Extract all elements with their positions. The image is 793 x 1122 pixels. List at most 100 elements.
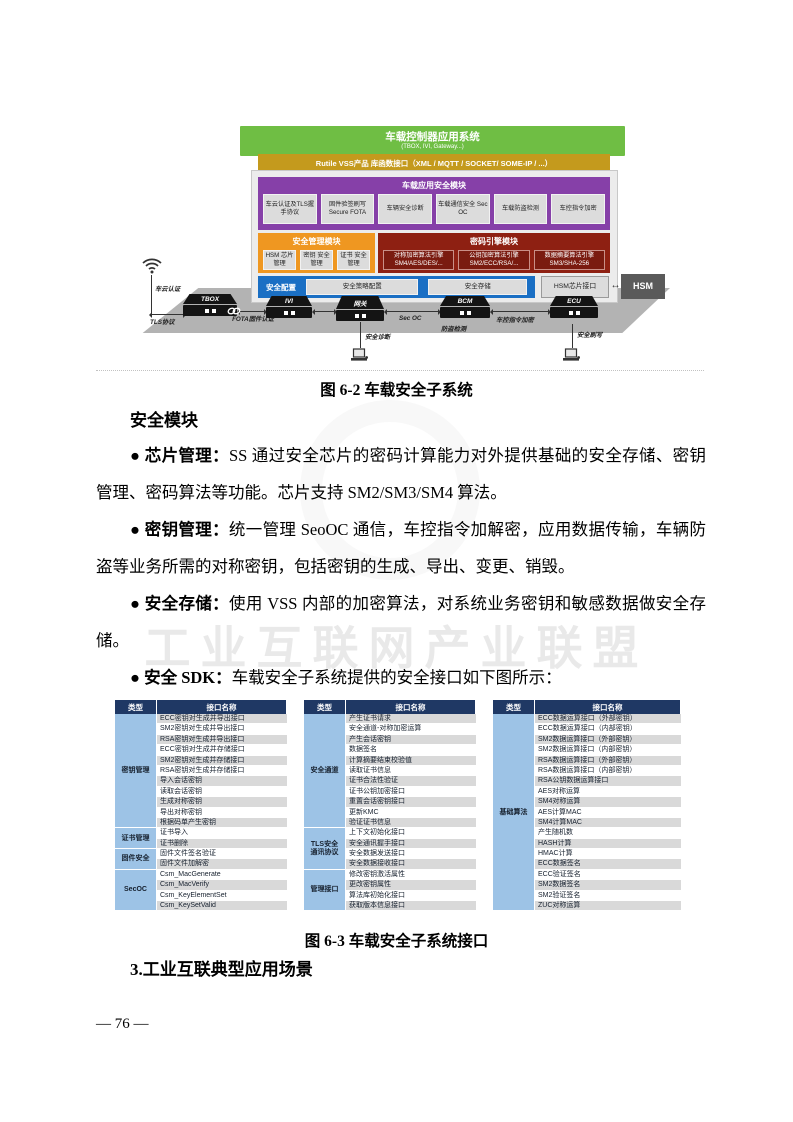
interface-name-cell: ECC密钥对生成并存储接口 bbox=[157, 745, 287, 756]
device-bcm-label: BCM bbox=[440, 296, 490, 306]
interface-type-cell: 安全通道 bbox=[304, 714, 346, 829]
interface-name-cell: 重置会话密钥接口 bbox=[346, 797, 476, 808]
secoc-label: Sec OC bbox=[399, 315, 422, 322]
app-security-feature-box: 车云认证及TLS握手协议 bbox=[263, 194, 317, 224]
table-header-cell: 类型 bbox=[493, 700, 535, 714]
app-security-feature-box: 车辆安全诊断 bbox=[378, 194, 433, 224]
interface-table: 类型接口名称安全通道产生证书请求安全通道-对称加密运算产生会话密钥数据签名计算摘… bbox=[304, 700, 476, 912]
hsm-chip-interface-box: HSM芯片接口 bbox=[541, 276, 609, 298]
interface-type-cell: 密钥管理 bbox=[115, 714, 157, 829]
interface-name-cell: 固件文件签名验证 bbox=[157, 849, 287, 860]
device-ivi-body bbox=[266, 307, 312, 318]
device-ecu: ECU bbox=[550, 296, 598, 318]
security-mgmt-module-title: 安全管理模块 bbox=[292, 237, 341, 246]
security-policy-config-box: 安全策略配置 bbox=[306, 278, 419, 296]
link-ivi-gateway bbox=[312, 308, 337, 315]
interface-name-cell: RSA密钥对生成并存储接口 bbox=[157, 765, 287, 777]
interface-name-cell: RSA公钥数据运算接口 bbox=[535, 776, 681, 787]
bullet-paragraph: ● 安全 SDK：车载安全子系统提供的安全接口如下图所示： bbox=[130, 668, 562, 687]
security-mgmt-module-section: 安全管理模块 HSM 芯片管理密钥 安全管理证书 安全管理 bbox=[258, 233, 375, 273]
interface-name-cell: 固件文件加解密 bbox=[157, 859, 287, 870]
fota-auth-label: FOTA固件认证 bbox=[232, 316, 274, 323]
interface-name-cell: 修改密钥激活属性 bbox=[346, 869, 476, 881]
cmd-encrypt-label: 车控指令加密 bbox=[496, 317, 534, 324]
device-ecu-label: ECU bbox=[550, 296, 598, 306]
bullet-label: ● 芯片管理： bbox=[130, 446, 229, 465]
interface-name-cell: 证书公钥加密接口 bbox=[346, 786, 476, 798]
crypto-engine-box: 公钥加密算法引擎 SM2/ECC/RSA/... bbox=[458, 250, 530, 270]
interface-name-cell: 读取会话密钥 bbox=[157, 786, 287, 798]
interface-name-cell: 产生证书请求 bbox=[346, 714, 476, 725]
security-config-label: 安全配置 bbox=[266, 282, 296, 292]
laptop-icon bbox=[351, 348, 368, 361]
interface-name-cell: SM2数据签名 bbox=[535, 880, 681, 891]
page-number: — 76 — bbox=[96, 1016, 149, 1032]
bullet-paragraph: ● 安全存储：使用 VSS 内部的加密算法，对系统业务密钥和敏感数据做安全存储。 bbox=[96, 594, 706, 650]
interface-name-cell: SM2数据运算接口（外部密钥） bbox=[535, 734, 681, 746]
device-gateway-label: 网关 bbox=[336, 296, 384, 309]
interface-name-cell: 安全数据发送接口 bbox=[346, 849, 476, 860]
link-bcm-ecu bbox=[490, 308, 551, 315]
interface-name-cell: SM4计算MAC bbox=[535, 817, 681, 829]
interface-type-cell: 证书管理 bbox=[115, 828, 157, 850]
crypto-engine-module-items: 对称加密算法引擎 SM4/AES/DES/...公钥加密算法引擎 SM2/ECC… bbox=[378, 247, 610, 275]
interface-name-cell: ECC数据运算接口（外部密钥） bbox=[535, 714, 681, 725]
interface-name-cell: AES对称运算 bbox=[535, 786, 681, 798]
device-bcm-body bbox=[440, 307, 490, 318]
interface-name-cell: 证书导入 bbox=[157, 828, 287, 839]
table-header-cell: 类型 bbox=[115, 700, 157, 714]
interface-type-cell: 固件安全 bbox=[115, 849, 157, 870]
antitheft-label: 防盗检测 bbox=[441, 326, 467, 333]
bullet-label: ● 安全 SDK： bbox=[130, 668, 232, 687]
interface-name-cell: HMAC计算 bbox=[535, 849, 681, 860]
api-bar: Rutile VSS产品 库函数接口（XML / MQTT / SOCKET/ … bbox=[258, 154, 610, 173]
interface-name-cell: RSA数据运算接口（外部密钥） bbox=[535, 755, 681, 766]
interface-name-cell: Csm_KeyElementSet bbox=[157, 890, 287, 902]
laptop-icon bbox=[563, 348, 580, 361]
interface-name-cell: 产生随机数 bbox=[535, 828, 681, 839]
interface-name-cell: ECC密钥对生成并导出接口 bbox=[157, 714, 287, 725]
interface-type-cell: 管理接口 bbox=[304, 869, 346, 912]
interface-name-cell: 安全通讯握手接口 bbox=[346, 838, 476, 850]
section-heading: 安全模块 bbox=[130, 411, 198, 430]
wifi-icon bbox=[142, 258, 162, 274]
interface-name-cell: SM2验证签名 bbox=[535, 890, 681, 902]
interface-name-cell: 更改密钥属性 bbox=[346, 880, 476, 891]
crypto-engine-module-title: 密码引擎模块 bbox=[470, 237, 518, 246]
interface-name-cell: 更新KMC bbox=[346, 807, 476, 818]
security-mgmt-module-items: HSM 芯片管理密钥 安全管理证书 安全管理 bbox=[258, 247, 375, 275]
interface-name-cell: HASH计算 bbox=[535, 838, 681, 850]
crypto-engine-module-section: 密码引擎模块 对称加密算法引擎 SM4/AES/DES/...公钥加密算法引擎 … bbox=[378, 233, 610, 273]
interface-name-cell: 获取版本信息接口 bbox=[346, 901, 476, 912]
figure-6-2-caption: 图 6-2 车载安全子系统 bbox=[320, 382, 473, 399]
interface-name-cell: AES计算MAC bbox=[535, 807, 681, 818]
watermark-text: 工业互联网产业联盟 bbox=[144, 622, 649, 674]
interface-name-cell: Csm_MacGenerate bbox=[157, 869, 287, 881]
security-mgmt-box: HSM 芯片管理 bbox=[263, 250, 296, 270]
security-mgmt-box: 密钥 安全管理 bbox=[300, 250, 333, 270]
application-system-title: 车载控制器应用系统 bbox=[385, 131, 480, 143]
interface-name-cell: Csm_MacVerify bbox=[157, 880, 287, 891]
interface-name-cell: 根据码单产生密钥 bbox=[157, 817, 287, 829]
device-ivi-label: IVI bbox=[266, 296, 312, 306]
table-header-cell: 接口名称 bbox=[535, 700, 681, 714]
interface-type-cell: TLS安全 通讯协议 bbox=[304, 828, 346, 870]
device-tbox-body bbox=[183, 305, 237, 316]
app-security-feature-box: 固件验签刷写 Secure FOTA bbox=[320, 194, 375, 224]
interface-type-cell: 基础算法 bbox=[493, 714, 535, 912]
device-gateway: 网关 bbox=[336, 296, 384, 321]
figure-6-2-diagram: 车载控制器应用系统 (TBOX, IVI, Gateway...) Rutile… bbox=[0, 118, 793, 380]
device-bcm: BCM bbox=[440, 296, 490, 318]
interface-name-cell: ECC验证签名 bbox=[535, 869, 681, 881]
app-security-feature-box: 车控指令加密 bbox=[551, 194, 606, 224]
interface-name-cell: 产生会话密钥 bbox=[346, 734, 476, 746]
interface-name-cell: 验证证书信息 bbox=[346, 817, 476, 829]
app-security-feature-box: 车载通信安全 Sec OC bbox=[436, 194, 490, 224]
interface-name-cell: ECC数据运算接口（内部密钥） bbox=[535, 724, 681, 735]
application-system-box: 车载控制器应用系统 (TBOX, IVI, Gateway...) bbox=[240, 126, 625, 156]
device-tbox: TBOX bbox=[183, 294, 241, 316]
bullet-paragraph: ● 密钥管理：统一管理 SeoOC 通信，车控指令加解密，应用数据传输，车辆防盗… bbox=[96, 520, 706, 576]
